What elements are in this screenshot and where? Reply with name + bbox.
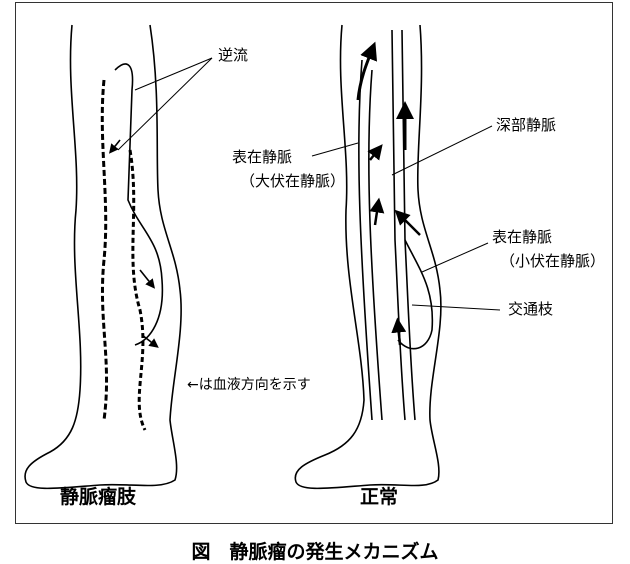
label-superficial-vein-2: 表在静脈	[492, 228, 553, 246]
figure-frame	[15, 2, 613, 524]
label-small-saphenous: （小伏在静脈）	[500, 252, 606, 270]
label-perforator: 交通枝	[508, 300, 554, 318]
leader-lines	[117, 57, 501, 311]
normal-leg-drawing	[294, 24, 442, 490]
label-great-saphenous: （大伏在静脈）	[240, 172, 346, 190]
label-reflux: 逆流	[218, 46, 249, 64]
label-normal-leg: 正常	[360, 486, 399, 508]
label-deep-vein: 深部静脈	[496, 116, 557, 134]
varicose-leg-drawing	[24, 24, 182, 490]
figure-caption: 図 静脈瘤の発生メカニズム	[191, 541, 439, 563]
label-superficial-vein-1: 表在静脈	[232, 148, 293, 166]
arrow-legend-note: ←は血液方向を示す	[187, 377, 311, 393]
label-varicose-leg: 静脈瘤肢	[60, 486, 137, 508]
